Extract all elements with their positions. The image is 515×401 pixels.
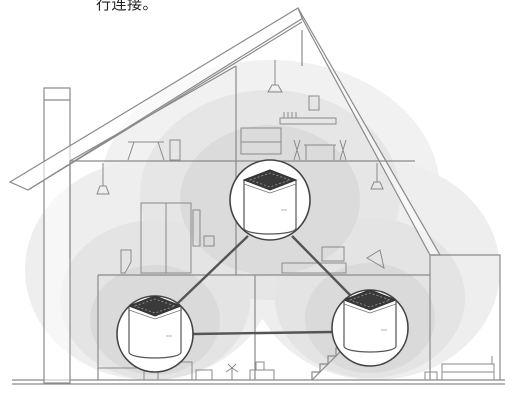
mesh-links (177, 235, 351, 336)
mesh-router-node-right (331, 289, 409, 367)
caption-text: 行连接。 (96, 0, 159, 13)
house-outline (8, 7, 505, 385)
furniture-details (96, 60, 495, 381)
mesh-router-node-icon (242, 169, 298, 235)
mesh-router-node-top (229, 159, 311, 241)
mesh-router-node-left (116, 295, 194, 373)
mesh-router-node-icon (127, 296, 183, 359)
mesh-router-node-icon (342, 290, 398, 353)
